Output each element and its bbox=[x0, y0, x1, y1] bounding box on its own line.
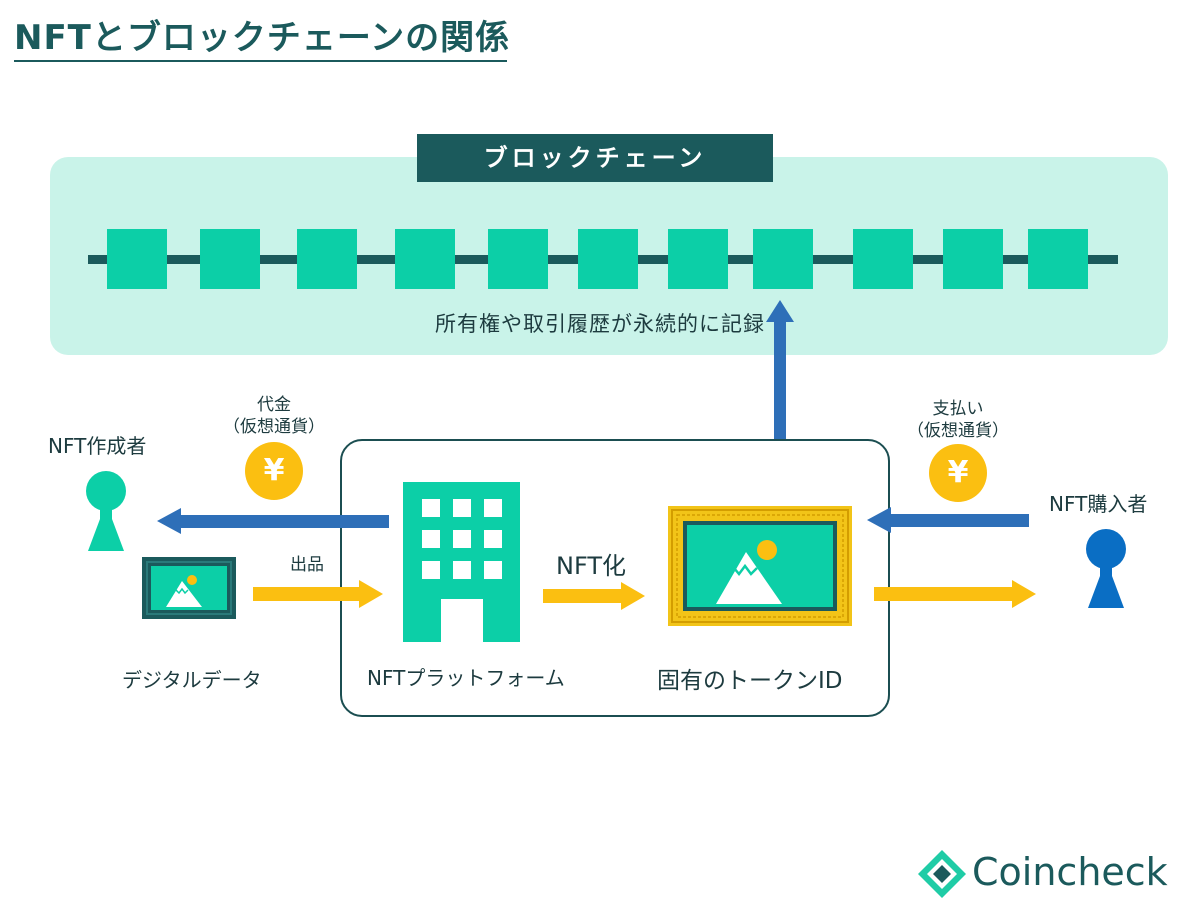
token-label: 固有のトークンID bbox=[657, 668, 843, 694]
chain-block bbox=[668, 229, 728, 289]
chain-block bbox=[753, 229, 813, 289]
listing-label: 出品 bbox=[290, 555, 324, 575]
chain-block bbox=[107, 229, 167, 289]
payment-to-creator-label: 代金 （仮想通貨） bbox=[214, 394, 334, 438]
payment-to-creator-line1: 代金 bbox=[257, 395, 291, 415]
coincheck-logo-icon bbox=[918, 850, 966, 898]
delivery-arrow-right bbox=[874, 580, 1036, 608]
blockchain-header: ブロックチェーン bbox=[417, 134, 773, 182]
chain-block bbox=[1028, 229, 1088, 289]
payment-arrow-to-platform bbox=[867, 507, 1029, 533]
chain-block bbox=[943, 229, 1003, 289]
payment-from-buyer-label: 支払い （仮想通貨） bbox=[898, 398, 1018, 442]
buyer-label: NFT購入者 bbox=[1049, 492, 1148, 516]
yen-coin-icon: ¥ bbox=[929, 444, 987, 502]
payment-from-buyer-line2: （仮想通貨） bbox=[907, 421, 1009, 441]
tokenize-arrow-right bbox=[543, 582, 645, 610]
payment-arrow-left bbox=[157, 508, 389, 534]
tokenize-label: NFT化 bbox=[556, 552, 626, 580]
listing-arrow-right bbox=[253, 580, 383, 608]
chain-block bbox=[578, 229, 638, 289]
chain-block bbox=[297, 229, 357, 289]
chain-block bbox=[488, 229, 548, 289]
creator-label: NFT作成者 bbox=[48, 434, 147, 458]
chain-block bbox=[853, 229, 913, 289]
payment-to-creator-line2: （仮想通貨） bbox=[223, 417, 325, 437]
digital-data-picture-icon bbox=[142, 557, 236, 619]
digital-data-label: デジタルデータ bbox=[122, 668, 262, 692]
title-underline bbox=[14, 60, 507, 62]
platform-building-icon bbox=[403, 482, 520, 642]
yen-coin-icon: ¥ bbox=[245, 442, 303, 500]
chain-block bbox=[200, 229, 260, 289]
coincheck-logo-text: Coincheck bbox=[972, 850, 1168, 894]
platform-label: NFTプラットフォーム bbox=[367, 666, 565, 690]
page-title: NFTとブロックチェーンの関係 bbox=[14, 18, 511, 58]
chain-block bbox=[395, 229, 455, 289]
token-framed-picture-icon bbox=[668, 506, 852, 626]
payment-from-buyer-line1: 支払い bbox=[932, 399, 984, 419]
blockchain-caption: 所有権や取引履歴が永続的に記録 bbox=[435, 312, 765, 336]
